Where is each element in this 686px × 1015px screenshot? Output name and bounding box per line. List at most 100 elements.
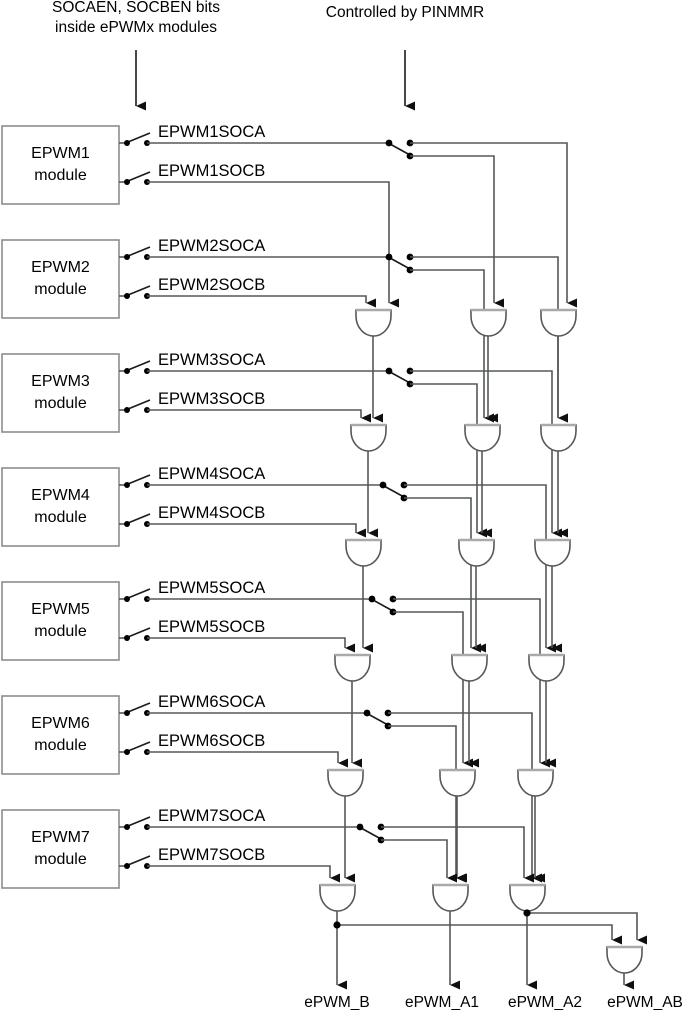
module-epwm3[interactable]: EPWM3 module xyxy=(1,353,120,433)
switch-epwm4-soca[interactable] xyxy=(119,474,151,488)
or-gate-a1-5 xyxy=(439,768,476,797)
switch-epwm1-socb[interactable] xyxy=(119,171,151,185)
net-epwm2socb xyxy=(147,295,376,308)
net-pinmmr5-a1 xyxy=(393,611,473,768)
switch-epwm7-socb[interactable] xyxy=(119,855,151,869)
module-epwm6-name: EPWM6 xyxy=(31,715,90,732)
or-gate-a2-6 xyxy=(509,883,546,912)
or-gate-a2-2 xyxy=(540,423,577,452)
module-epwm4-sub: module xyxy=(34,509,87,526)
output-epwm-b-label: ePWM_B xyxy=(304,994,369,1011)
or-gate-b-3 xyxy=(345,538,382,567)
module-epwm3-box[interactable] xyxy=(1,353,120,433)
socaen-caption-line1: SOCAEN, SOCBEN bits xyxy=(52,0,220,16)
module-epwm2[interactable]: EPWM2 module xyxy=(1,239,120,319)
junction-b-tap xyxy=(333,921,341,929)
switch-epwm3-soca[interactable] xyxy=(119,360,151,374)
label-epwm3soca: EPWM3SOCA xyxy=(158,351,265,369)
switch-epwm5-socb[interactable] xyxy=(119,627,151,641)
net-pinmmr5-a2 xyxy=(393,598,550,768)
pinmmr-switch-7[interactable] xyxy=(356,823,385,844)
module-epwm2-box[interactable] xyxy=(1,239,120,319)
pinmmr-switch-4[interactable] xyxy=(379,481,408,502)
net-pinmmr7-a2 xyxy=(381,826,534,883)
or-gate-a2-5 xyxy=(517,768,554,797)
socaen-caption-line2: inside ePWMx modules xyxy=(55,19,217,36)
output-epwm-ab-label: ePWM_AB xyxy=(607,994,683,1011)
module-epwm2-sub: module xyxy=(34,281,87,298)
pinmmr-caption: Controlled by PINMMR xyxy=(326,4,484,111)
or-gate-ab xyxy=(606,945,643,974)
pinmmr-switch-6[interactable] xyxy=(363,709,392,730)
label-epwm2socb: EPWM2SOCB xyxy=(158,276,265,294)
net-pinmmr4-a2 xyxy=(404,484,556,653)
module-epwm5-box[interactable] xyxy=(1,581,120,661)
switch-epwm4-socb[interactable] xyxy=(119,513,151,527)
module-epwm1-sub: module xyxy=(34,167,87,184)
net-epwm3socb xyxy=(147,409,371,423)
switch-epwm6-soca[interactable] xyxy=(119,702,151,716)
pinmmr-switch-2[interactable] xyxy=(385,253,414,274)
switch-epwm2-socb[interactable] xyxy=(119,285,151,299)
label-epwm6socb: EPWM6SOCB xyxy=(158,732,265,750)
label-epwm4socb: EPWM4SOCB xyxy=(158,504,265,522)
or-gate-a1-4 xyxy=(451,653,488,682)
net-pinmmr3-a1 xyxy=(410,383,487,538)
module-epwm7-name: EPWM7 xyxy=(31,829,90,846)
label-epwm7socb: EPWM7SOCB xyxy=(158,846,265,864)
or-gate-a2-1 xyxy=(540,308,577,337)
net-pinmmr1-a1 xyxy=(410,155,504,308)
switch-epwm6-socb[interactable] xyxy=(119,741,151,755)
module-epwm1-box[interactable] xyxy=(1,125,120,205)
net-pinmmr6-a1 xyxy=(388,725,466,883)
or-gate-a1-3 xyxy=(458,538,495,567)
switch-epwm1-soca[interactable] xyxy=(119,132,151,146)
net-epwm7socb xyxy=(147,865,340,883)
net-pinmmr1-a2 xyxy=(410,142,577,308)
module-epwm3-sub: module xyxy=(34,395,87,412)
socaen-caption: SOCAEN, SOCBEN bits inside ePWMx modules xyxy=(52,0,220,111)
switch-epwm7-soca[interactable] xyxy=(119,816,151,830)
pinmmr-switch-5[interactable] xyxy=(368,595,397,616)
module-epwm5[interactable]: EPWM5 module xyxy=(1,581,120,661)
module-epwm6-box[interactable] xyxy=(1,695,120,775)
module-epwm6[interactable]: EPWM6 module xyxy=(1,695,120,775)
or-gate-a1-6 xyxy=(432,883,469,912)
module-epwm6-sub: module xyxy=(34,737,87,754)
label-epwm6soca: EPWM6SOCA xyxy=(158,693,265,711)
pinmmr-switch-3[interactable] xyxy=(385,367,414,388)
or-gate-b-6 xyxy=(319,883,356,912)
module-epwm4-box[interactable] xyxy=(1,467,120,547)
net-pinmmr7-a1 xyxy=(381,839,457,883)
net-pinmmr3-a2 xyxy=(410,370,562,538)
module-epwm7-sub: module xyxy=(34,851,87,868)
module-epwm4[interactable]: EPWM4 module xyxy=(1,467,120,547)
or-gate-a1-2 xyxy=(464,423,501,452)
module-epwm7[interactable]: EPWM7 module xyxy=(1,809,120,889)
or-gate-a2-3 xyxy=(534,538,571,567)
module-epwm1-name: EPWM1 xyxy=(31,145,90,162)
net-pinmmr4-a1 xyxy=(404,497,481,653)
module-epwm1[interactable]: EPWM1 module xyxy=(1,125,120,205)
net-pinmmr6-a2 xyxy=(388,712,542,883)
switch-epwm3-socb[interactable] xyxy=(119,399,151,413)
or-gate-b-4 xyxy=(334,653,371,682)
module-epwm5-sub: module xyxy=(34,623,87,640)
pinmmr-switch-1[interactable] xyxy=(385,139,414,160)
switch-epwm5-soca[interactable] xyxy=(119,588,151,602)
label-epwm5socb: EPWM5SOCB xyxy=(158,618,265,636)
net-epwm4socb xyxy=(147,523,366,538)
switch-epwm2-soca[interactable] xyxy=(119,246,151,260)
label-epwm2soca: EPWM2SOCA xyxy=(158,237,265,255)
or-gate-a1-1 xyxy=(470,308,507,337)
or-gate-b-2 xyxy=(350,423,387,452)
net-epwm1socb xyxy=(147,181,399,308)
net-b-to-ab xyxy=(337,924,622,945)
or-gate-a2-4 xyxy=(528,653,565,682)
or-gate-b-1 xyxy=(355,308,392,337)
label-epwm5soca: EPWM5SOCA xyxy=(158,579,265,597)
module-epwm7-box[interactable] xyxy=(1,809,120,889)
net-pinmmr2-a1 xyxy=(410,269,494,423)
junction-a2-tap xyxy=(523,909,531,917)
